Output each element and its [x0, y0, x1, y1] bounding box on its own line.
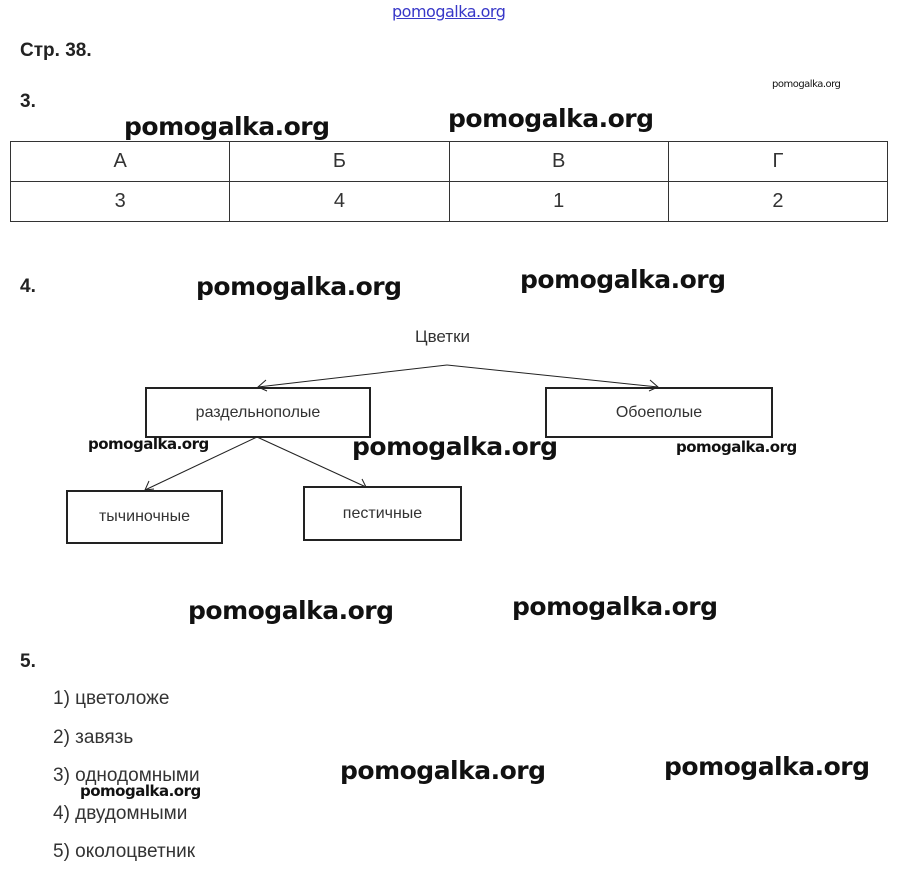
diagram-node-left-child-2: пестичные	[303, 486, 462, 541]
answer-item: 5) околоцветник	[53, 841, 196, 862]
diagram-node-right: Обоеполые	[545, 387, 773, 438]
table-header-row: А Б В Г	[9, 141, 889, 182]
watermark: pomogalka.org	[772, 79, 841, 90]
task-4-label: 4.	[20, 276, 36, 297]
watermark: pomogalka.org	[80, 782, 201, 800]
table-header: В	[448, 141, 669, 182]
table-cell: 4	[229, 181, 450, 222]
table-cell: 3	[9, 181, 231, 222]
task-3-label: 3.	[20, 91, 36, 112]
diagram-node-left: раздельнополые	[145, 387, 371, 438]
watermark: pomogalka.org	[512, 592, 718, 621]
watermark[interactable]: pomogalka.org	[392, 2, 506, 21]
table-cell: 1	[448, 181, 669, 222]
page-title: Стр. 38.	[20, 40, 92, 61]
answer-item: 1) цветоложе	[53, 688, 170, 709]
watermark: pomogalka.org	[352, 432, 558, 461]
table-row: 3 4 1 2	[9, 181, 889, 222]
diagram-root: Цветки	[415, 327, 471, 346]
answer-item: 2) завязь	[53, 727, 134, 748]
watermark: pomogalka.org	[520, 265, 726, 294]
table-header: А	[9, 141, 231, 182]
watermark: pomogalka.org	[196, 272, 402, 301]
watermark: pomogalka.org	[88, 435, 209, 453]
watermark: pomogalka.org	[188, 596, 394, 625]
watermark: pomogalka.org	[124, 112, 330, 141]
table-cell: 2	[667, 181, 889, 222]
diagram-node-left-child-1: тычиночные	[66, 490, 223, 544]
task-5-label: 5.	[20, 651, 36, 672]
answer-table: А Б В Г 3 4 1 2	[9, 141, 889, 222]
watermark: pomogalka.org	[448, 104, 654, 133]
watermark: pomogalka.org	[676, 438, 797, 456]
answer-item: 4) двудомными	[53, 803, 188, 824]
watermark: pomogalka.org	[340, 756, 546, 785]
answer-item: 3) однодомными	[53, 765, 200, 786]
watermark: pomogalka.org	[664, 752, 870, 781]
